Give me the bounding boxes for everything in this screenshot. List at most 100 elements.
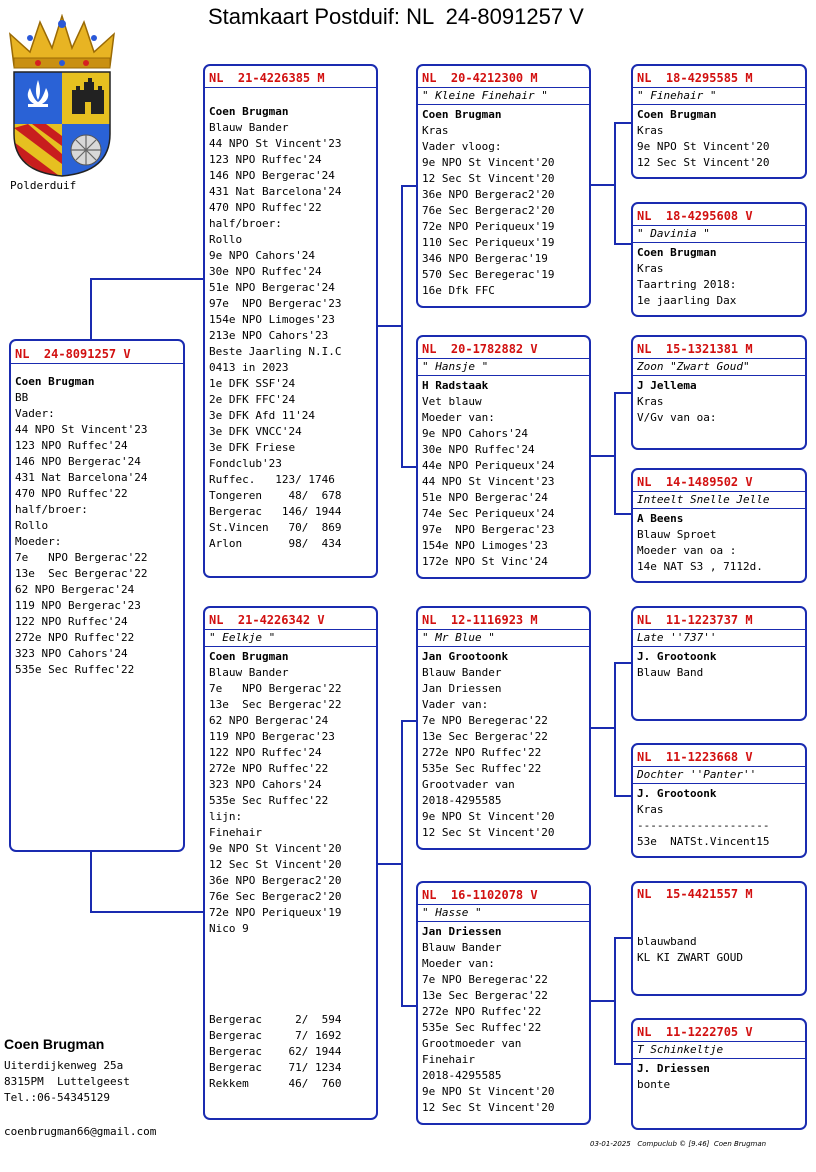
pedigree-line: 154e NPO Limoges'23 — [209, 313, 335, 326]
pigeon-card-father-sire[interactable]: NL 20-4212300 M" Kleine Finehair "Coen B… — [416, 64, 591, 308]
pedigree-line: Blauw Bander — [422, 941, 502, 954]
connector-line — [614, 795, 632, 797]
page-title: Stamkaart Postduif: NL 24-8091257 V — [208, 4, 584, 29]
pedigree-line: -------------------- — [637, 819, 770, 832]
owner-email[interactable]: coenbrugman66@gmail.com — [4, 1125, 157, 1138]
pedigree-line: Moeder: — [15, 535, 62, 548]
pedigree-line: Blauw Bander — [209, 666, 289, 679]
pedigree-line: 53e NATSt.Vincent15 — [637, 835, 770, 848]
pedigree-line: 431 Nat Barcelona'24 — [15, 471, 148, 484]
pedigree-line: 44e NPO Periqueux'24 — [422, 459, 555, 472]
pedigree-line: Jan Driessen — [422, 682, 502, 695]
breeder-name: Coen Brugman — [15, 375, 95, 388]
pedigree-line: Rollo — [15, 519, 49, 532]
breeder-name: J. Grootoonk — [637, 787, 717, 800]
pedigree-line: Blauw Bander — [422, 666, 502, 679]
ring-number: NL 21-4226385 M — [205, 66, 376, 88]
pedigree-line: 16e Dfk FFC — [422, 284, 495, 297]
breeder-name: Jan Driessen — [422, 925, 502, 938]
pedigree-line: 570 Sec Beregerac'19 — [422, 268, 555, 281]
polderduif-crest-logo — [9, 14, 115, 177]
pedigree-line: 9e NPO St Vincent'20 — [422, 810, 555, 823]
pedigree-line: Arlon 98/ 434 — [209, 537, 342, 550]
connector-line — [589, 727, 615, 729]
pedigree-line: 7e NPO Bergerac'22 — [15, 551, 148, 564]
pedigree-line: 7e NPO Bergerac'22 — [209, 682, 342, 695]
owner-block: Coen Brugman Uiterdijkenweg 25a 8315PM L… — [4, 1036, 130, 1106]
pedigree-line: 14e NAT S3 , 7112d. — [637, 560, 763, 573]
pedigree-line: Finehair — [422, 1053, 475, 1066]
owner-phone: Tel.:06-54345129 — [4, 1091, 110, 1104]
breeder-name: J. Grootoonk — [637, 650, 717, 663]
ring-number: NL 18-4295608 V — [633, 204, 805, 226]
pedigree-line: 36e NPO Bergerac2'20 — [209, 874, 342, 887]
pigeon-nickname: " Davinia " — [633, 226, 805, 243]
connector-line — [589, 1000, 615, 1002]
pedigree-line: Kras — [637, 803, 664, 816]
pedigree-line: Fondclub'23 — [209, 457, 282, 470]
pedigree-line: 72e NPO Periqueux'19 — [422, 220, 555, 233]
connector-line — [90, 278, 92, 340]
connector-line — [90, 911, 204, 913]
pedigree-line: Rollo — [209, 233, 243, 246]
pedigree-line: 76e Sec Bergerac2'20 — [209, 890, 342, 903]
connector-line — [90, 850, 92, 912]
ring-number: NL 11-1223737 M — [633, 608, 805, 630]
pedigree-line: Kras — [422, 124, 449, 137]
pedigree-line: Moeder van: — [422, 411, 495, 424]
pedigree-line: 3e DFK Friese — [209, 441, 296, 454]
pedigree-line: lijn: — [209, 810, 243, 823]
connector-line — [401, 466, 417, 468]
pigeon-nickname: " Mr Blue " — [418, 630, 589, 647]
connector-line — [614, 122, 632, 124]
pedigree-line: 272e NPO Ruffec'22 — [15, 631, 135, 644]
race-stat-line: Bergerac 2/ 594 — [209, 1013, 342, 1026]
pigeon-nickname: Zoon "Zwart Goud" — [633, 359, 805, 376]
pedigree-line: St.Vincen 70/ 869 — [209, 521, 342, 534]
connector-line — [401, 185, 403, 467]
owner-postcode: 8315PM Luttelgeest — [4, 1075, 130, 1088]
pedigree-line: Blauw Bander — [209, 121, 289, 134]
ring-number: NL 24-8091257 V — [11, 341, 183, 364]
connector-line — [401, 185, 417, 187]
pedigree-line: 12 Sec St Vincent'20 — [422, 826, 555, 839]
pedigree-line: half/broer: — [209, 217, 282, 230]
pedigree-line: 12 Sec St Vincent'20 — [209, 858, 342, 871]
race-stat-line: Bergerac 7/ 1692 — [209, 1029, 342, 1042]
pedigree-line: Grootvader van — [422, 778, 515, 791]
pedigree-line: 535e Sec Ruffec'22 — [209, 794, 329, 807]
pedigree-line: 9e NPO St Vincent'20 — [209, 842, 342, 855]
pedigree-line: V/Gv van oa: — [637, 411, 717, 424]
pigeon-nickname: " Eelkje " — [205, 630, 376, 647]
breeder-name: Coen Brugman — [209, 105, 289, 118]
pedigree-line: 0413 in 2023 — [209, 361, 289, 374]
pigeon-nickname: Late ''737'' — [633, 630, 805, 647]
connector-line — [401, 720, 403, 1006]
pedigree-line: Vet blauw — [422, 395, 482, 408]
pedigree-line: 12 Sec St Vincent'20 — [637, 156, 770, 169]
breeder-name: Coen Brugman — [637, 246, 717, 259]
connector-line — [401, 1005, 417, 1007]
connector-line — [614, 662, 616, 796]
crest-label: Polderduif — [10, 179, 77, 192]
pigeon-nickname: " Finehair " — [633, 88, 805, 105]
pedigree-line: KL KI ZWART GOUD — [637, 951, 743, 964]
race-stat-line: Rekkem 46/ 760 — [209, 1077, 342, 1090]
pigeon-nickname: " Kleine Finehair " — [418, 88, 589, 105]
pedigree-line: 2018-4295585 — [422, 1069, 502, 1082]
pedigree-line: 13e Sec Bergerac'22 — [422, 989, 548, 1002]
